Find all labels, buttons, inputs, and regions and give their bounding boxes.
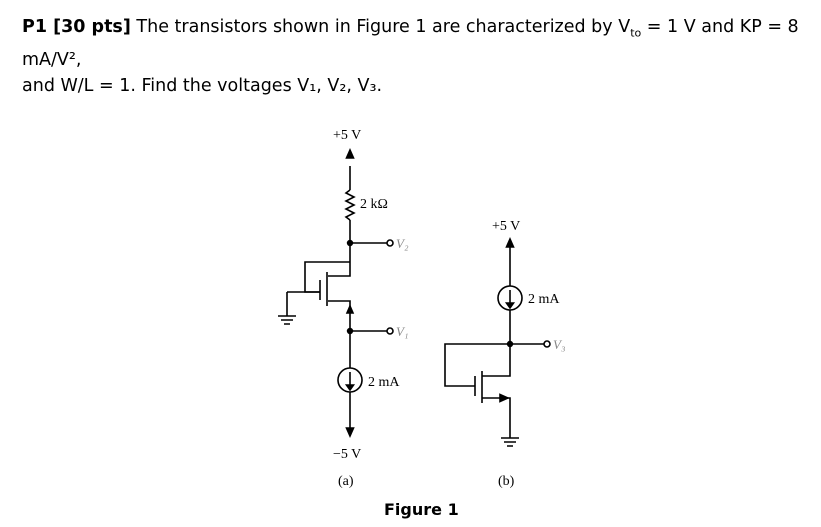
a-supply-top-arrowhead [345, 148, 355, 159]
problem-label: P1 [30 pts] [22, 17, 131, 37]
a-source-arrowhead [345, 303, 355, 314]
figure-caption: Figure 1 [384, 500, 459, 519]
a-supply-bottom-arrowhead [345, 427, 355, 438]
problem-statement: P1 [30 pts] The transistors shown in Fig… [22, 14, 812, 99]
a-source [328, 300, 351, 331]
a-wire-v2-to-drain [328, 243, 351, 277]
problem-text-1: The transistors shown in Figure 1 are ch… [130, 17, 631, 37]
a-v1-terminal [386, 327, 394, 335]
a-gate-feedback [304, 261, 350, 277]
b-gate-feedback [444, 343, 510, 387]
vto-subscript: to [630, 26, 642, 40]
b-v3-terminal [543, 340, 551, 348]
a-ground-1 [278, 315, 296, 325]
a-figure-label: (a) [338, 474, 354, 489]
a-node-v2-label: V₂ [396, 236, 409, 251]
a-resistor-label: 2 kΩ [360, 197, 388, 212]
problem-text-2: and W/L = 1. Find the voltages V₁, V₂, V… [22, 75, 383, 96]
a-resistor [344, 189, 356, 221]
a-supply-top-label: +5 V [333, 128, 361, 143]
b-source-arrowhead [499, 393, 510, 403]
a-node-v1-label: V₁ [396, 324, 408, 339]
problem-text-1-end: = 1 V and KP = 8 mA/V², [22, 17, 805, 70]
a-current-source-label: 2 mA [368, 375, 400, 390]
circuit-b [444, 237, 551, 447]
b-figure-label: (b) [498, 474, 515, 489]
circuit-a [278, 148, 394, 438]
b-current-source-label: 2 mA [528, 292, 560, 307]
b-source [482, 397, 511, 438]
b-supply-top-arrowhead [505, 237, 515, 248]
b-node-v3-label: V₃ [553, 337, 565, 352]
a-v2-terminal [386, 239, 394, 247]
a-supply-bottom-label: −5 V [333, 447, 361, 462]
b-cs-arrowhead [504, 302, 516, 310]
a-gate-lead [304, 277, 320, 293]
b-ground [501, 437, 519, 447]
a-cs-arrowhead [344, 384, 356, 392]
b-supply-top-label: +5 V [492, 219, 520, 234]
b-drain [482, 344, 511, 377]
